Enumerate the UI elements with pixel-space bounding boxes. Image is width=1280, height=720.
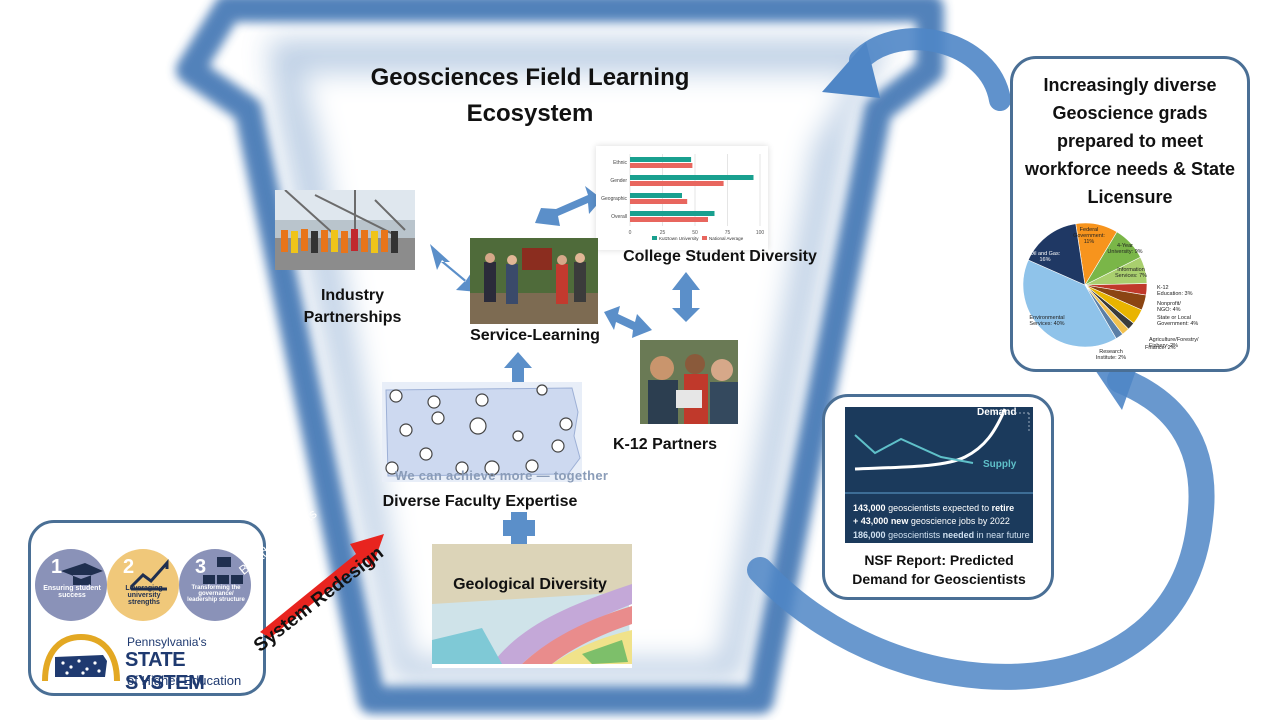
grad-cap-icon (61, 563, 103, 585)
category-label: Ethnic (613, 160, 627, 166)
label-college-diversity: College Student Diversity (623, 248, 817, 265)
legend-swatch (702, 236, 707, 240)
state-system-panel: 1 2 3 Ensuring student success Leveragin… (28, 520, 266, 696)
pie-slice (1022, 259, 1117, 348)
x-tick-label: 50 (692, 230, 698, 236)
supply-curve (854, 434, 974, 464)
label-geological-diversity: Geological Diversity (453, 576, 607, 593)
legend-label: National Average (709, 236, 744, 241)
logo-line1: Pennsylvania's (127, 635, 207, 649)
label-k12-partners: K-12 Partners (612, 436, 718, 453)
state-goals-circles: 1 2 3 (35, 549, 251, 621)
demand-label: Demand (977, 407, 1017, 418)
x-tick-label: 75 (725, 230, 731, 236)
svg-text:1: 1 (51, 556, 62, 578)
label-diverse-faculty: Diverse Faculty Expertise (382, 493, 578, 510)
goal-1-label: Ensuring student success (43, 585, 101, 599)
legend-swatch (652, 236, 657, 240)
stat-new-jobs: + 43,000 new geoscience jobs by 2022 (853, 516, 1010, 526)
legend-label: Kutztown University (659, 236, 699, 241)
bar-1 (630, 217, 708, 222)
service-learning-photo (470, 238, 598, 324)
category-label: Gender (610, 178, 627, 184)
bar-1 (630, 163, 693, 168)
outcome-title: Increasingly diverse Geoscience grads pr… (1024, 75, 1236, 207)
svg-text:2: 2 (123, 556, 134, 578)
k12-photo (640, 340, 738, 424)
diagram-title: Geosciences Field Learning Ecosystem (330, 60, 730, 132)
bar-0 (630, 193, 682, 198)
goal-2-label: Leveraging university strengths (125, 585, 163, 606)
title-line1: Geosciences Field Learning (370, 64, 690, 91)
bar-0 (630, 175, 754, 180)
stat-retire: 143,000 geoscientists expected to retire (853, 503, 1015, 513)
title-line2: Ecosystem (466, 100, 594, 127)
faculty-map-caption: We can achieve more — together (395, 468, 609, 483)
plus-sign (503, 512, 535, 544)
chart-up-icon (129, 559, 169, 591)
broader-impacts-arrow (260, 534, 384, 638)
bar-1 (630, 199, 688, 204)
nsf-caption: NSF Report: Predicted Demand for Geoscie… (852, 552, 1026, 587)
demand-curve (854, 408, 1007, 471)
x-tick-label: 0 (629, 230, 632, 236)
category-label: Overall (611, 214, 627, 220)
keystone-logo-icon (42, 633, 120, 682)
x-tick-label: 100 (756, 230, 765, 236)
keystone-outline (176, 0, 944, 714)
pie-label: Agriculture/Forestry/Fishery: 2% (1149, 337, 1199, 349)
diversity-bar-chart: 0 25 50 75 100 EthnicGenderGeographicOverallK… (601, 154, 765, 241)
supply-label: Supply (983, 459, 1017, 470)
pie-label: Finance: 2% (1145, 345, 1176, 351)
bar-1 (630, 181, 724, 186)
bar-0 (630, 211, 715, 216)
logo-line3: of Higher Education (127, 673, 242, 688)
nsf-panel: Demand Supply 143,000 geoscientists expe… (822, 394, 1054, 600)
label-service-learning: Service-Learning (470, 327, 600, 344)
faculty-map (382, 382, 582, 482)
curved-arrow-right (747, 367, 1215, 690)
goal-3-label: Transforming the governance/ leadership … (187, 585, 245, 603)
svg-text:3: 3 (195, 556, 206, 578)
stat-needed: 186,000 geoscientists needed in near fut… (853, 530, 1030, 540)
pie-slice (1027, 223, 1086, 286)
nsf-graphic: Demand Supply 143,000 geoscientists expe… (845, 407, 1033, 543)
industry-photo (275, 190, 415, 270)
logo-line2: STATE SYSTEM (125, 649, 205, 694)
x-tick-label: 25 (660, 230, 666, 236)
pie-label: Oil and Gas:16% (1030, 251, 1061, 263)
pie-label: Nonprofit/NGO: 4% (1157, 301, 1181, 313)
label-industry-partnerships: Industry Partnerships (303, 287, 402, 326)
org-chart-icon (203, 557, 243, 584)
category-label: Geographic (601, 196, 627, 202)
curved-arrow-top (849, 28, 1011, 111)
outcome-panel: Increasingly diverse Geoscience grads pr… (1010, 56, 1250, 372)
geological-map (432, 544, 632, 668)
bar-0 (630, 157, 692, 162)
